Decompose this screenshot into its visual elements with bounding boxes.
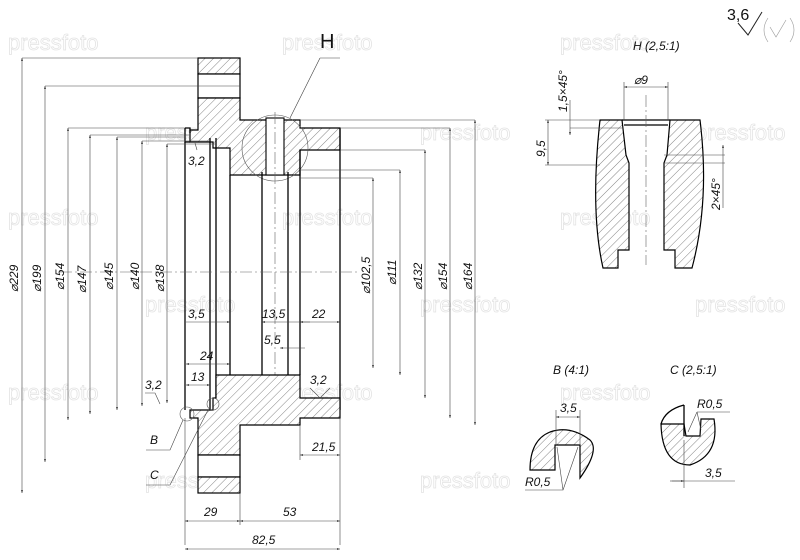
- main-section-view: [60, 57, 360, 494]
- dim-label: ⌀199: [30, 264, 44, 292]
- detail-b-radius: R0,5: [525, 475, 551, 489]
- detail-b-width: 3,5: [560, 401, 577, 415]
- detail-c-title: C (2,5:1): [670, 363, 717, 377]
- dim-label: ⌀154: [53, 262, 67, 290]
- watermark: pressfoto: [695, 120, 786, 145]
- dim-label: 13: [191, 370, 205, 384]
- detail-h-section-right: [663, 119, 705, 269]
- drill-hole: [265, 117, 285, 176]
- surface-finish-icon: 3,6: [727, 7, 795, 43]
- detail-h-chamfer-top: 1,5×45°: [556, 70, 570, 112]
- watermark: pressfoto: [282, 30, 373, 55]
- watermark: pressfoto: [8, 380, 99, 405]
- watermark: pressfoto: [420, 292, 511, 317]
- detail-b-title: B (4:1): [553, 363, 589, 377]
- dim-label: 3,2: [145, 378, 162, 392]
- dim-label: 82,5: [252, 533, 276, 547]
- dim-label: 3,5: [188, 307, 205, 321]
- detail-h-title: H (2,5:1): [633, 39, 680, 53]
- dim-label: ⌀164: [461, 262, 475, 290]
- dim-label: 22: [311, 307, 326, 321]
- dim-label: 21,5: [311, 440, 336, 454]
- detail-h: H (2,5:1) ⌀9 1,5×45° 9,5 2×45°: [534, 39, 725, 269]
- dim-label: 3,2: [310, 373, 327, 387]
- left-diameter-labels: ⌀229 ⌀199 ⌀154 ⌀147 ⌀145 ⌀140 ⌀138: [7, 262, 167, 293]
- dim-label: ⌀111: [385, 260, 399, 285]
- watermark: pressfoto: [282, 205, 373, 230]
- roughness-value: 3,6: [727, 7, 749, 24]
- callouts: B C: [146, 409, 209, 486]
- detail-b: B (4:1) 3,5 R0,5: [525, 363, 594, 491]
- detail-h-chamfer-bottom: 2×45°: [709, 178, 723, 211]
- right-diameter-labels: ⌀102,5 ⌀111 ⌀132 ⌀154 ⌀164: [359, 256, 475, 294]
- dim-label: ⌀102,5: [359, 256, 373, 294]
- dim-label: 13,5: [262, 307, 286, 321]
- right-diameter-dims: [300, 119, 476, 425]
- watermark: pressfoto: [560, 380, 651, 405]
- section-marker-h: H: [289, 31, 340, 119]
- flange-bottom-lower: [197, 476, 241, 494]
- detail-c-section: [660, 418, 716, 466]
- callout-c: C: [150, 468, 159, 482]
- dim-label: ⌀147: [75, 264, 89, 293]
- dim-label: ⌀140: [128, 262, 142, 290]
- dim-label: 29: [203, 505, 218, 519]
- detail-c: C (2,5:1) R0,5 3,5: [660, 363, 735, 488]
- bolt-hole-bottom: [197, 454, 241, 478]
- detail-b-section: [529, 429, 594, 480]
- dim-label: 5,5: [264, 333, 281, 347]
- detail-c-radius: R0,5: [697, 397, 723, 411]
- dim-label: ⌀229: [7, 264, 21, 292]
- body-section-top: [189, 97, 341, 176]
- watermark: pressfoto: [420, 120, 511, 145]
- dim-label: 24: [199, 349, 214, 363]
- detail-h-dia: ⌀9: [634, 73, 648, 87]
- watermark: pressfoto: [695, 292, 786, 317]
- watermark: pressfoto: [560, 30, 651, 55]
- watermark: pressfoto: [8, 30, 99, 55]
- dim-label: ⌀138: [153, 264, 167, 292]
- section-marker: H: [320, 31, 334, 53]
- dim-label: ⌀154: [436, 262, 450, 290]
- detail-h-section-left: [595, 119, 630, 269]
- dim-label: ⌀145: [102, 262, 116, 290]
- left-diameter-dims: [21, 57, 240, 493]
- callout-b: B: [150, 433, 158, 447]
- dim-label: ⌀132: [411, 262, 425, 290]
- inner-dims: 3,2 3,5 13,5 22 5,5 24 13 3,2 3,2 21,5 2…: [145, 142, 341, 550]
- flange-top-upper: [197, 57, 241, 75]
- watermark: pressfoto: [8, 205, 99, 230]
- dim-label: 3,2: [188, 154, 205, 168]
- watermark: pressfoto: [420, 468, 511, 493]
- detail-h-depth: 9,5: [534, 140, 548, 157]
- detail-c-width: 3,5: [705, 466, 722, 480]
- dim-label: 53: [283, 505, 297, 519]
- watermark: pressfoto: [145, 292, 236, 317]
